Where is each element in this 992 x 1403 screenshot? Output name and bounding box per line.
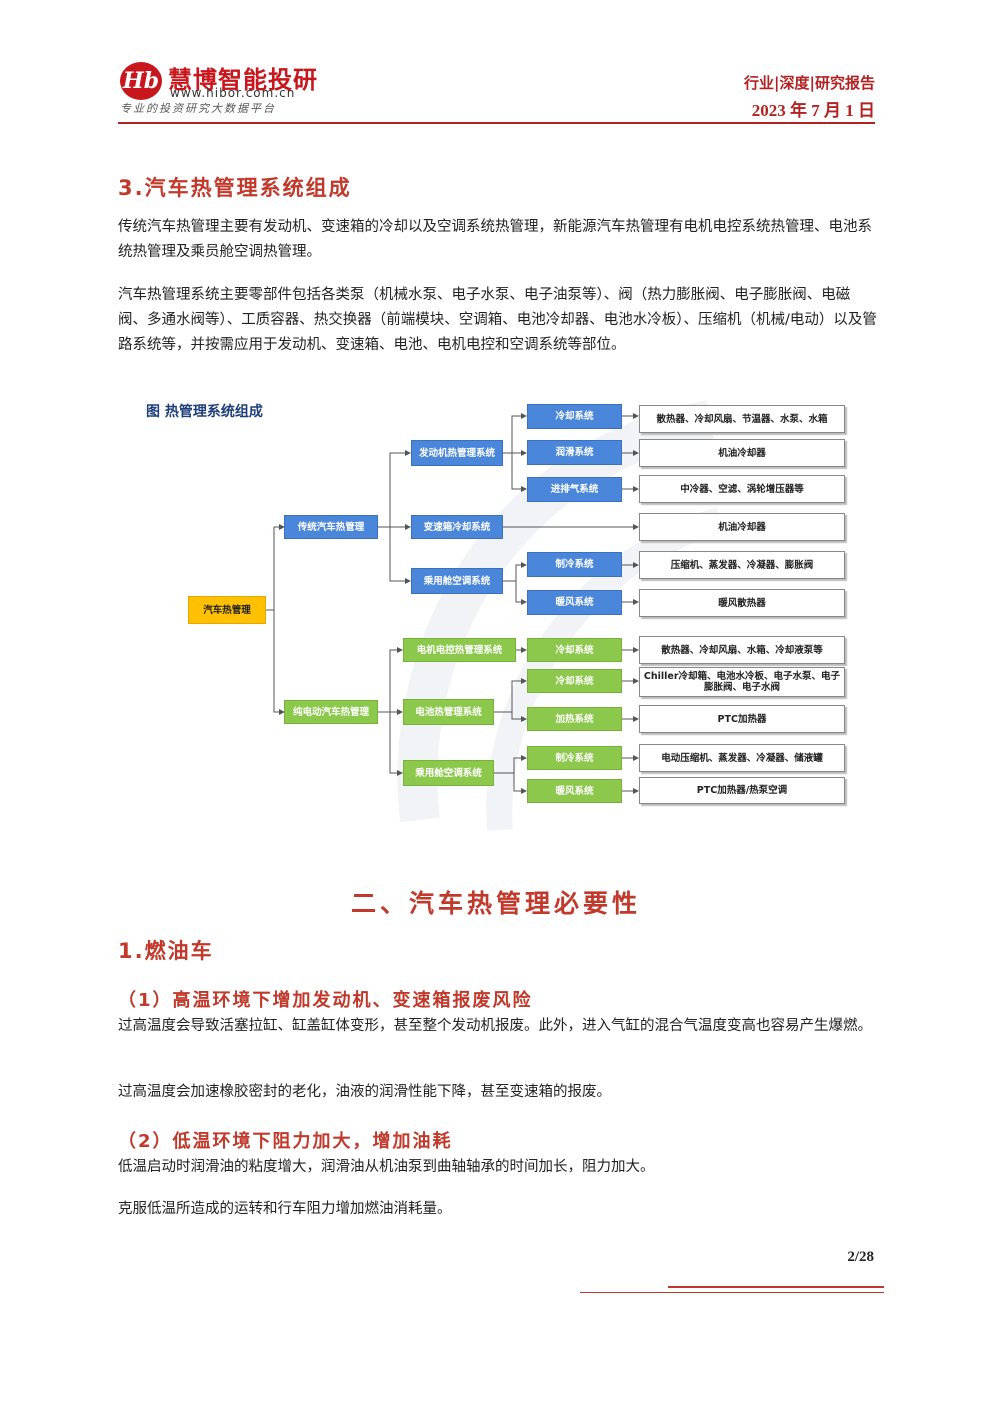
logo-url[interactable]: www.hibor.com.cn bbox=[170, 86, 296, 100]
node-battery: 电池热管理系统 bbox=[403, 699, 494, 725]
node-root: 汽车热管理 bbox=[188, 596, 266, 624]
leaf-node: Chiller冷却箱、电池水冷板、电子水泵、电子膨胀阀、电子水阀 bbox=[639, 667, 845, 697]
report-date: 2023 年 7 月 1 日 bbox=[751, 101, 875, 120]
node-gearbox: 变速箱冷却系统 bbox=[411, 515, 503, 539]
paragraph: 过高温度会加速橡胶密封的老化，油液的润滑性能下降，甚至变速箱的报废。 bbox=[118, 1084, 611, 1100]
leaf-node: 电动压缩机、蒸发器、冷凝器、储液罐 bbox=[639, 744, 845, 772]
logo-name: 慧博智能投研 bbox=[168, 66, 318, 94]
node-motor: 电机电控热管理系统 bbox=[403, 638, 516, 662]
node-cabin-t-heating: 暖风系统 bbox=[527, 590, 622, 615]
node-battery-heating: 加热系统 bbox=[527, 707, 622, 731]
node-battery-cooling: 冷却系统 bbox=[527, 669, 622, 693]
leaf-node: 中冷器、空滤、涡轮增压器等 bbox=[639, 475, 845, 503]
paragraph: 汽车热管理系统主要零部件包括各类泵（机械水泵、电子水泵、电子油泵等）、阀（热力膨… bbox=[118, 287, 877, 353]
report-category: 行业|深度|研究报告 bbox=[744, 74, 875, 92]
node-cabin-t-cooling: 制冷系统 bbox=[527, 552, 622, 577]
paragraph: 低温启动时润滑油的粘度增大，润滑油从机油泵到曲轴轴承的时间加长，阻力加大。 bbox=[118, 1159, 655, 1175]
paragraph: 克服低温所造成的运转和行车阻力增加燃油消耗量。 bbox=[118, 1201, 452, 1217]
section-heading: 1.燃油车 bbox=[118, 939, 214, 963]
leaf-node: 暖风散热器 bbox=[639, 589, 845, 617]
node-engine-lube: 润滑系统 bbox=[527, 440, 622, 465]
leaf-node: 机油冷却器 bbox=[639, 439, 845, 467]
section-heading: 3.汽车热管理系统组成 bbox=[118, 176, 352, 200]
leaf-node: 散热器、冷却风扇、水箱、冷却液泵等 bbox=[639, 636, 845, 664]
subsection-heading: （1）高温环境下增加发动机、变速箱报废风险 bbox=[118, 990, 533, 1011]
subsection-heading: （2）低温环境下阻力加大，增加油耗 bbox=[118, 1131, 453, 1152]
node-cabin-ev: 乘用舱空调系统 bbox=[403, 760, 494, 786]
paragraph: 过高温度会导致活塞拉缸、缸盖缸体变形，甚至整个发动机报废。此外，进入气缸的混合气… bbox=[118, 1018, 872, 1034]
logo-slogan: 专业的投资研究大数据平台 bbox=[120, 102, 276, 115]
leaf-node: PTC加热器/热泵空调 bbox=[639, 777, 845, 804]
footer-rule bbox=[580, 1292, 884, 1293]
figure-caption: 图 热管理系统组成 bbox=[146, 404, 263, 420]
leaf-node: 压缩机、蒸发器、冷凝器、膨胀阀 bbox=[639, 551, 845, 579]
node-cabin-traditional: 乘用舱空调系统 bbox=[411, 568, 503, 594]
paragraph: 传统汽车热管理主要有发动机、变速箱的冷却以及空调系统热管理，新能源汽车热管理有电… bbox=[118, 219, 872, 260]
node-engine-cooling: 冷却系统 bbox=[527, 404, 622, 429]
node-engine: 发动机热管理系统 bbox=[411, 440, 503, 466]
leaf-node: 散热器、冷却风扇、节温器、水泵、水箱 bbox=[639, 405, 845, 433]
page-header: Hb 慧博智能投研 www.hibor.com.cn 专业的投资研究大数据平台 … bbox=[118, 58, 875, 124]
footer-rule bbox=[668, 1286, 884, 1288]
node-ev: 纯电动汽车热管理 bbox=[284, 700, 378, 724]
node-cabin-e-heating: 暖风系统 bbox=[527, 779, 622, 803]
logo-icon: Hb bbox=[120, 62, 162, 100]
node-motor-cooling: 冷却系统 bbox=[527, 638, 622, 662]
node-cabin-e-cooling: 制冷系统 bbox=[527, 746, 622, 770]
leaf-node: 机油冷却器 bbox=[639, 513, 845, 541]
node-traditional: 传统汽车热管理 bbox=[284, 515, 378, 539]
node-engine-air: 进排气系统 bbox=[527, 477, 622, 502]
page-number: 2/28 bbox=[847, 1249, 874, 1265]
chapter-heading: 二、汽车热管理必要性 bbox=[350, 889, 641, 918]
leaf-node: PTC加热器 bbox=[639, 705, 845, 733]
